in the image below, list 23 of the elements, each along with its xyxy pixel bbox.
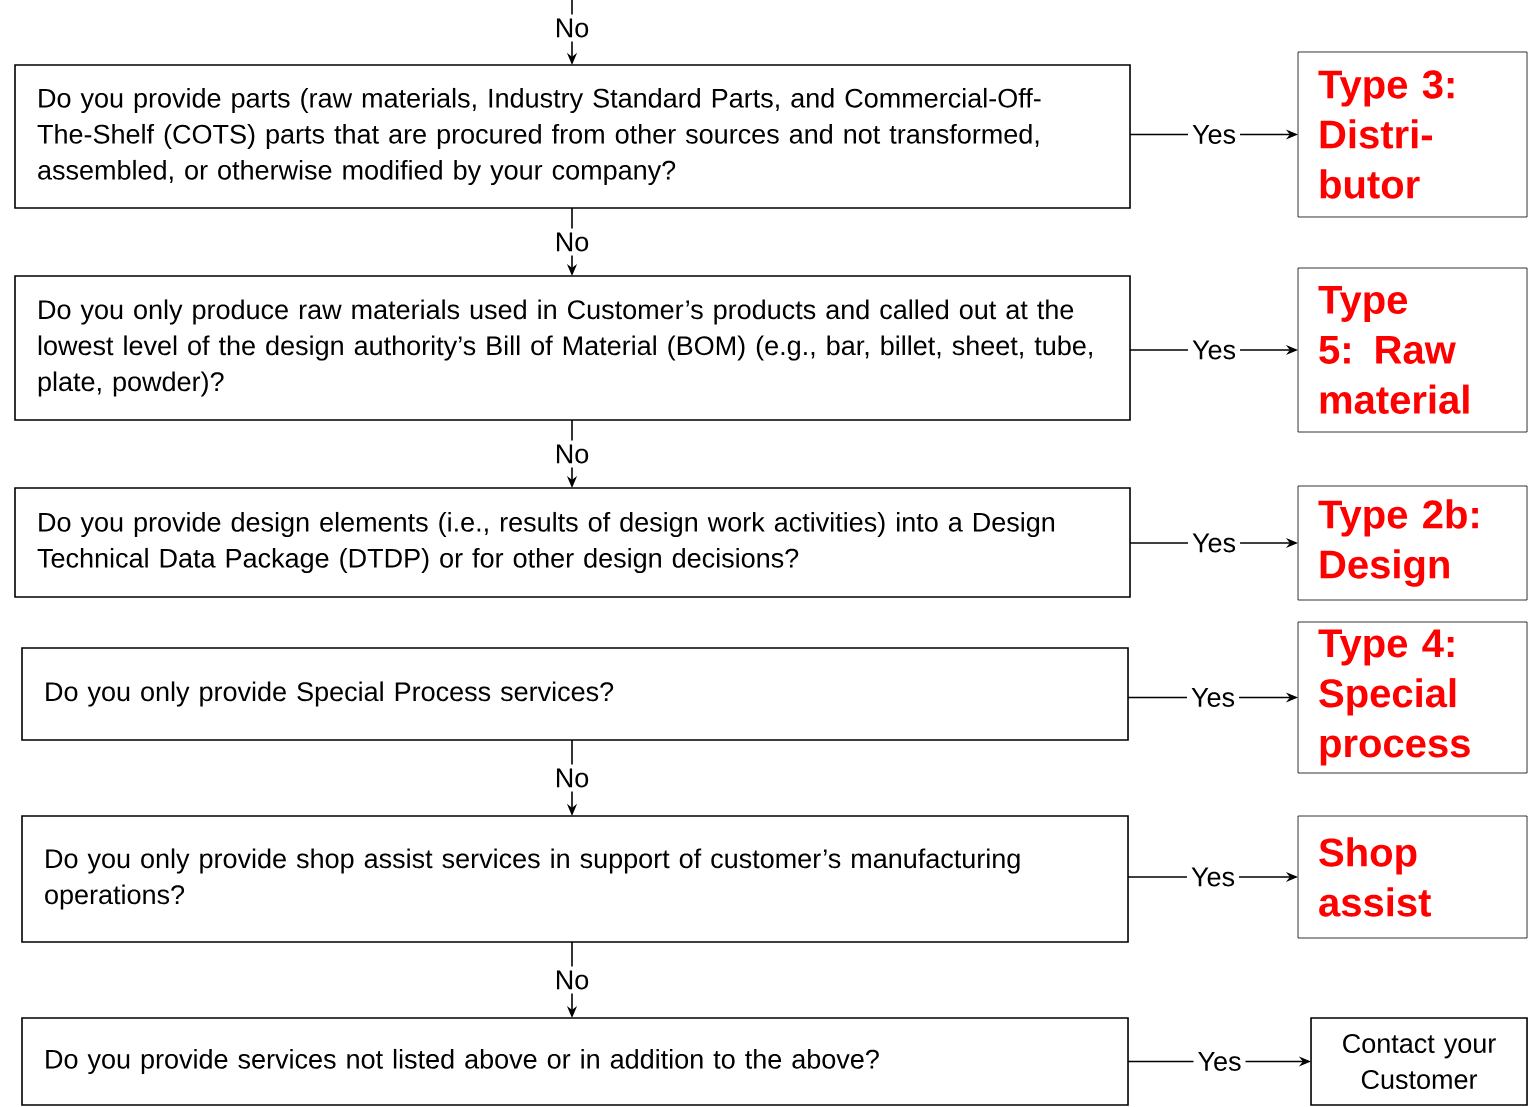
edge-label: Yes bbox=[1188, 529, 1241, 557]
outcome-box: Type 2b: Design bbox=[1297, 485, 1528, 601]
edge-label: No bbox=[550, 966, 594, 994]
question-box: Do you provide services not listed above or in addition to the above? bbox=[21, 1017, 1129, 1106]
edge-label: Yes bbox=[1193, 1048, 1246, 1075]
question-box: Do you provide design elements (i.e., results of design work activities) into a Design Technical Data Package (DTDP) or for other design decisions? bbox=[14, 487, 1131, 598]
edge-label: No bbox=[550, 14, 594, 42]
edge-label: No bbox=[550, 764, 594, 792]
edge-label: Yes bbox=[1187, 863, 1240, 891]
edge-label: Yes bbox=[1187, 684, 1240, 711]
outcome-box: Contact your Customer bbox=[1310, 1017, 1528, 1106]
edge-label: Yes bbox=[1188, 336, 1241, 364]
question-box: Do you provide parts (raw materials, Industry Standard Parts, and Commercial-Off-The-Shelf (COTS) parts that are procured from other sources and not transformed, assembled, or otherwise modified by your company? bbox=[14, 64, 1131, 209]
outcome-box: Shop assist bbox=[1297, 815, 1528, 939]
question-box: Do you only provide shop assist services in support of customer’s manufacturing operations? bbox=[21, 815, 1129, 943]
edge-label: Yes bbox=[1188, 121, 1241, 148]
question-box: Do you only produce raw materials used in Customer’s products and called out at the lowest level of the design authority’s Bill of Material (BOM) (e.g., bar, billet, sheet, tube, plate, powder)? bbox=[14, 275, 1131, 421]
edge-label: No bbox=[550, 440, 594, 468]
question-box: Do you only provide Special Process services? bbox=[21, 647, 1129, 741]
edge-label: No bbox=[550, 228, 594, 256]
outcome-box: Type 3: Distri- butor bbox=[1297, 51, 1528, 218]
outcome-box: Type 5: Raw material bbox=[1297, 267, 1528, 433]
outcome-box: Type 4: Special process bbox=[1297, 621, 1528, 774]
